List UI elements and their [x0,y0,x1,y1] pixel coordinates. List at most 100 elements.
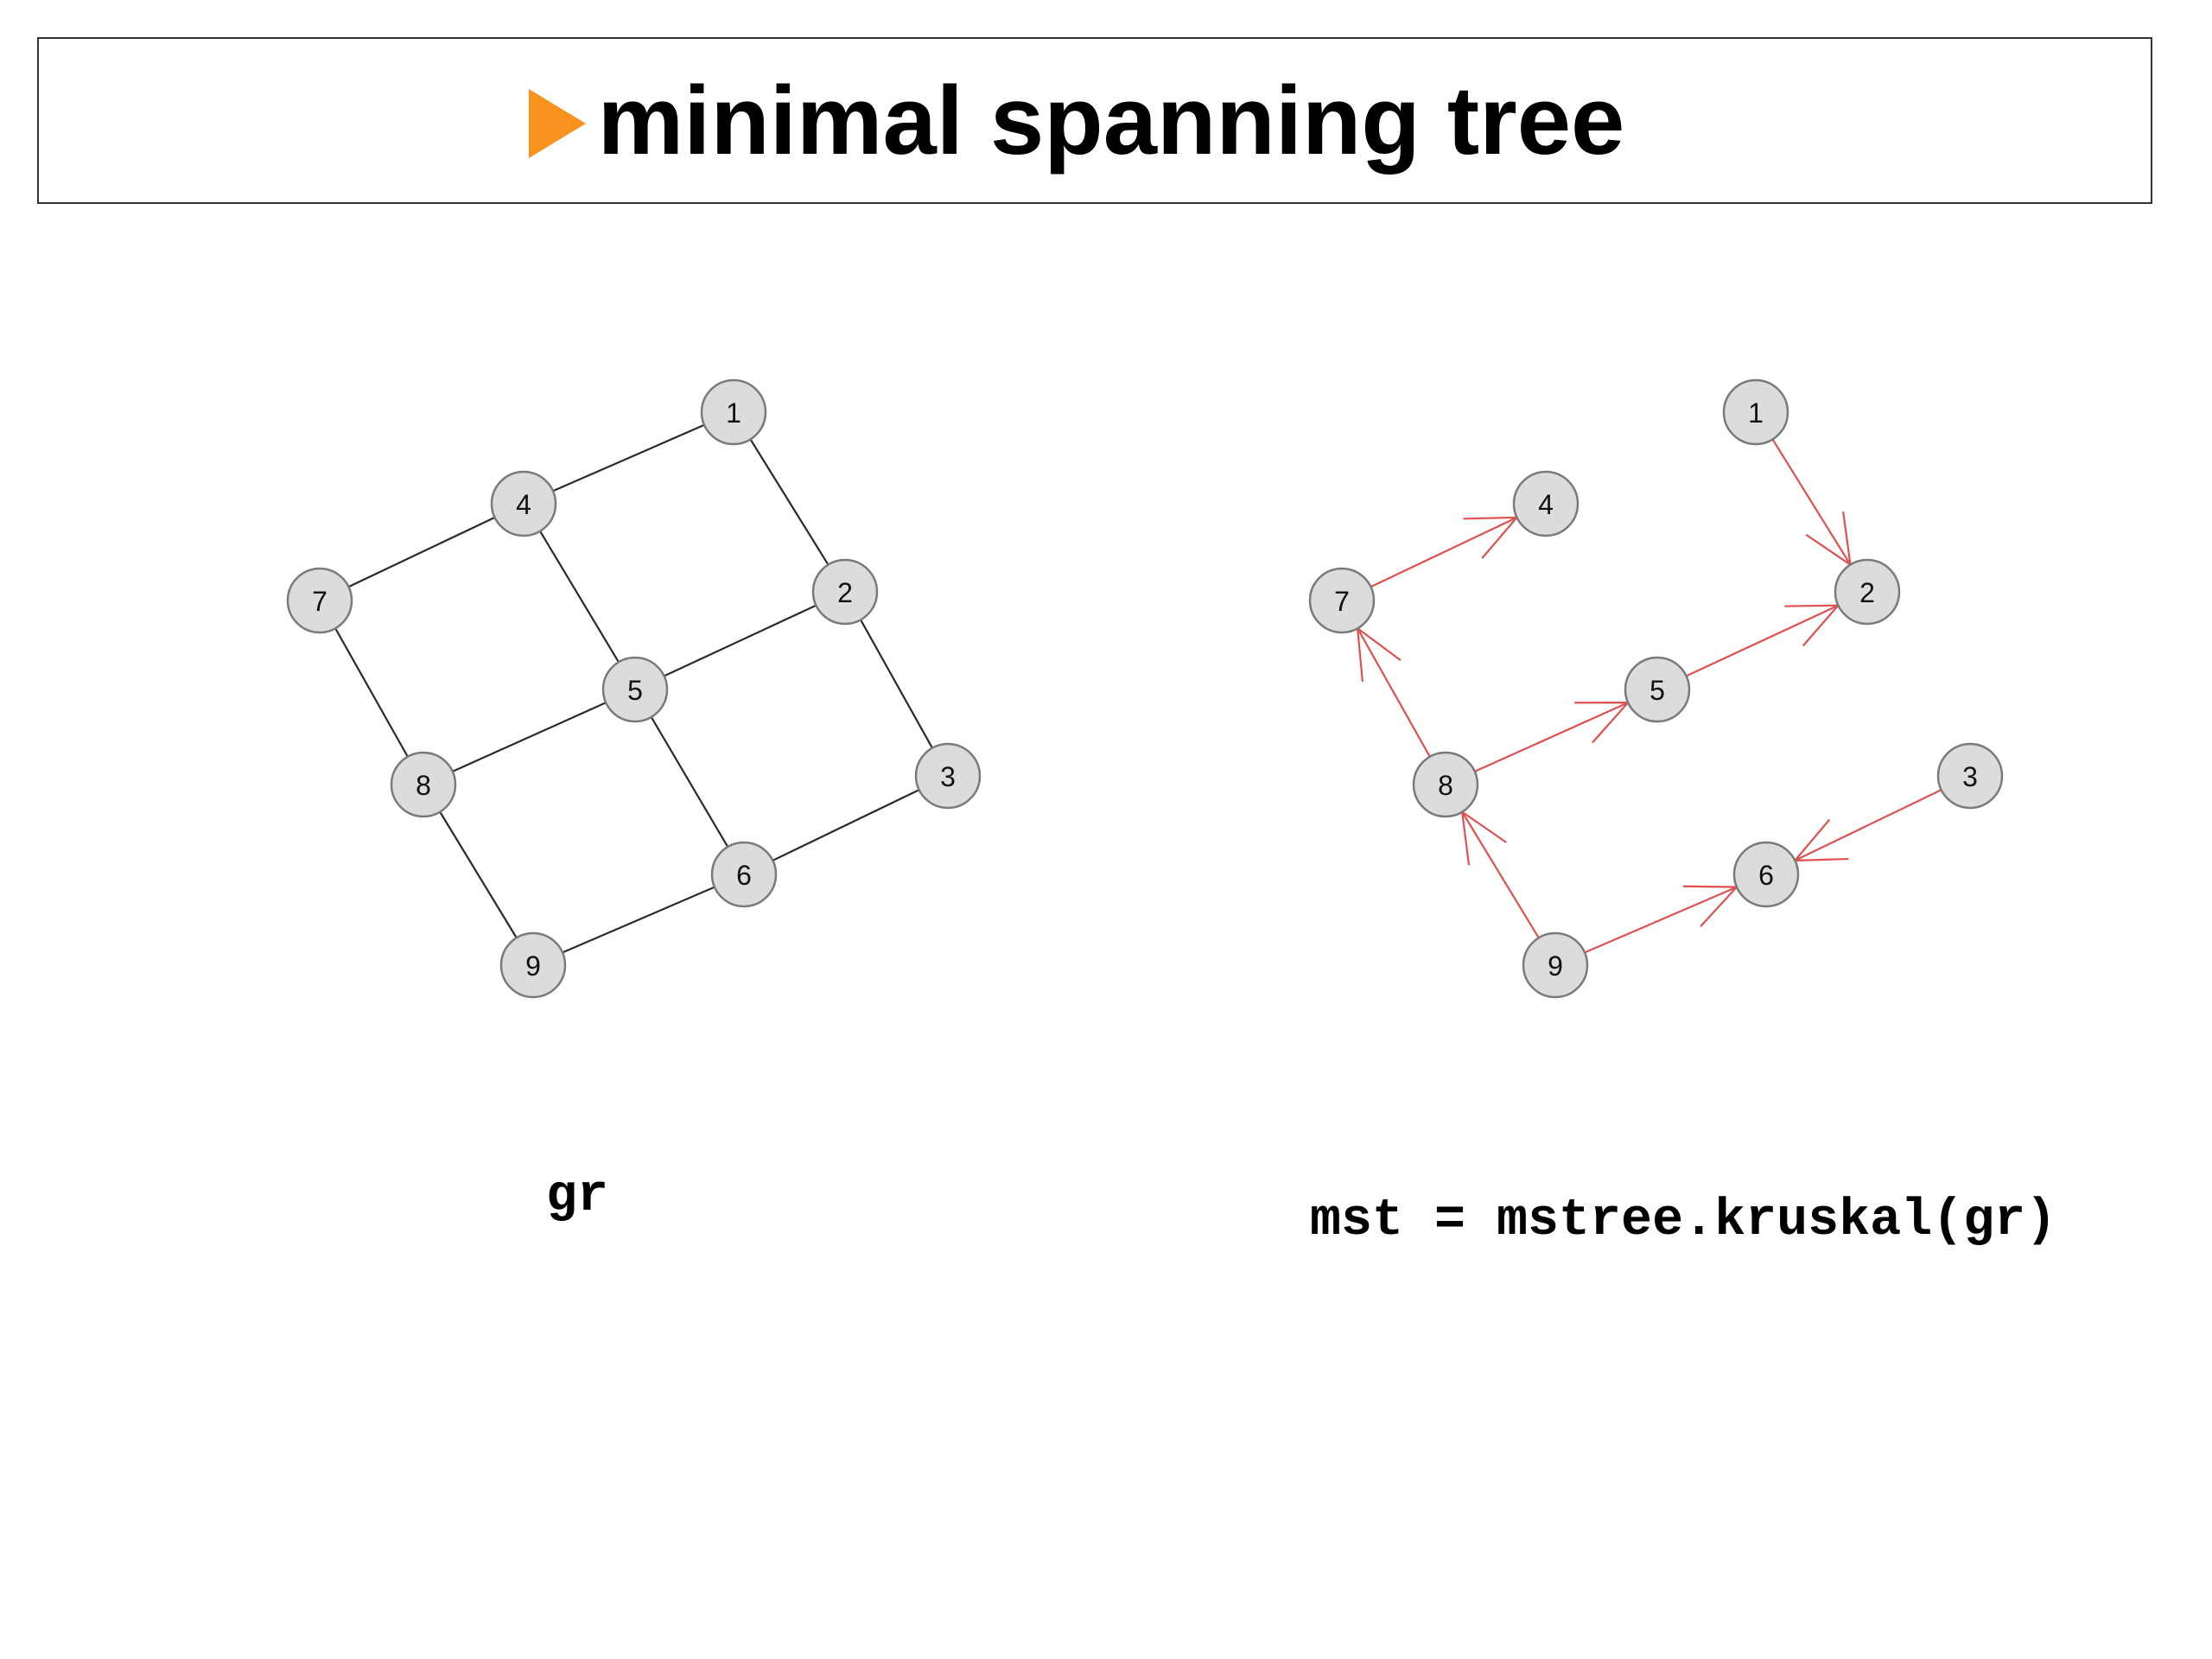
mst-edge-line [1474,702,1629,772]
right-node-circle [1936,742,2004,810]
right-node-circle [1522,931,1589,999]
mst-edge-3-6 [1792,789,1942,862]
right-node-label: 2 [1859,577,1875,608]
left-graph-caption: gr [546,1167,609,1226]
left-node-circle [286,567,353,634]
left-node-circle [390,751,457,818]
right-node-4: 4 [1512,470,1580,537]
right-node-label: 3 [1962,761,1978,792]
right-graph-edges [1356,438,1942,954]
right-graph-caption: mst = mstree.kruskal(gr) [1310,1192,2057,1250]
mst-edge-9-6 [1584,885,1739,954]
mst-edge-line [1771,438,1852,566]
right-node-label: 7 [1334,586,1350,617]
mst-edge-arrowhead [1805,511,1852,567]
mst-edge-arrowhead [1460,810,1507,866]
left-node-label: 8 [416,770,431,801]
left-graph-edges [334,423,933,954]
left-edge-8-9 [439,811,518,938]
right-node-2: 2 [1834,558,1901,626]
left-node-circle [499,931,567,999]
left-node-5: 5 [601,656,669,723]
left-graph-nodes: 1 2 3 4 5 6 7 8 9 [286,378,982,999]
title-box: minimal spanning tree [37,37,2152,204]
left-node-1: 1 [700,378,767,446]
right-node-circle [1308,567,1376,634]
left-edge-4-7 [347,516,496,588]
left-graph: 1 2 3 4 5 6 7 8 9 [286,378,982,999]
left-node-7: 7 [286,567,353,634]
title-row: minimal spanning tree [528,66,1625,175]
right-node-5: 5 [1624,656,1691,723]
left-node-circle [710,841,778,908]
mst-edge-7-4 [1370,516,1520,588]
left-edge-2-5 [664,604,817,677]
right-node-circle [1722,378,1789,446]
left-node-circle [914,742,982,810]
right-node-8: 8 [1412,751,1479,818]
left-node-2: 2 [811,558,879,626]
left-node-circle [811,558,879,626]
mst-edge-arrowhead [1356,626,1402,683]
right-node-circle [1624,656,1691,723]
left-node-label: 5 [627,675,643,706]
mst-edge-line [1584,886,1738,954]
left-node-9: 9 [499,931,567,999]
left-node-circle [700,378,767,446]
left-node-label: 1 [726,397,741,429]
right-node-circle [1412,751,1479,818]
right-node-label: 8 [1438,770,1453,801]
right-node-6: 6 [1732,841,1800,908]
orange-triangle-bullet-icon [528,88,586,158]
right-node-1: 1 [1722,378,1789,446]
left-node-3: 3 [914,742,982,810]
right-node-label: 5 [1649,675,1665,706]
mst-edge-line [1461,811,1540,938]
left-edge-1-4 [552,423,705,493]
right-node-circle [1834,558,1901,626]
left-edge-1-2 [749,438,830,566]
mst-edge-line [1357,627,1431,758]
left-edge-3-6 [772,789,920,861]
mst-edge-1-2 [1771,438,1852,567]
left-edge-5-6 [650,716,729,848]
mst-edge-arrowhead [1792,818,1849,862]
left-edge-7-8 [334,627,409,758]
left-node-label: 2 [837,577,853,608]
mst-edge-8-5 [1474,702,1630,772]
mst-edge-5-2 [1686,604,1840,677]
right-node-label: 9 [1548,950,1563,982]
page-title: minimal spanning tree [597,66,1625,175]
left-edge-4-5 [539,531,620,663]
left-edge-2-3 [860,619,933,749]
mst-edge-arrowhead [1463,516,1520,559]
right-node-label: 4 [1538,489,1554,520]
left-node-label: 6 [736,860,752,891]
mst-edge-line [1370,516,1518,588]
left-node-label: 9 [525,950,541,982]
left-node-4: 4 [490,470,557,537]
right-graph: 1 2 3 4 5 6 7 8 9 [1308,378,2004,999]
right-graph-nodes: 1 2 3 4 5 6 7 8 9 [1308,378,2004,999]
right-node-circle [1732,841,1800,908]
right-node-circle [1512,470,1580,537]
mst-edge-line [1686,604,1839,677]
left-edge-6-9 [562,886,715,954]
right-node-label: 6 [1758,860,1774,891]
mst-edge-9-8 [1460,810,1540,938]
left-node-circle [601,656,669,723]
right-node-3: 3 [1936,742,2004,810]
mst-edge-8-7 [1356,626,1431,758]
left-node-8: 8 [390,751,457,818]
left-node-circle [490,470,557,537]
left-node-6: 6 [710,841,778,908]
right-node-9: 9 [1522,931,1589,999]
left-node-label: 7 [312,586,327,617]
right-node-7: 7 [1308,567,1376,634]
left-node-label: 4 [516,489,531,520]
left-edge-5-8 [452,702,607,772]
left-node-label: 3 [940,761,956,792]
mst-edge-line [1794,789,1942,861]
right-node-label: 1 [1748,397,1764,429]
